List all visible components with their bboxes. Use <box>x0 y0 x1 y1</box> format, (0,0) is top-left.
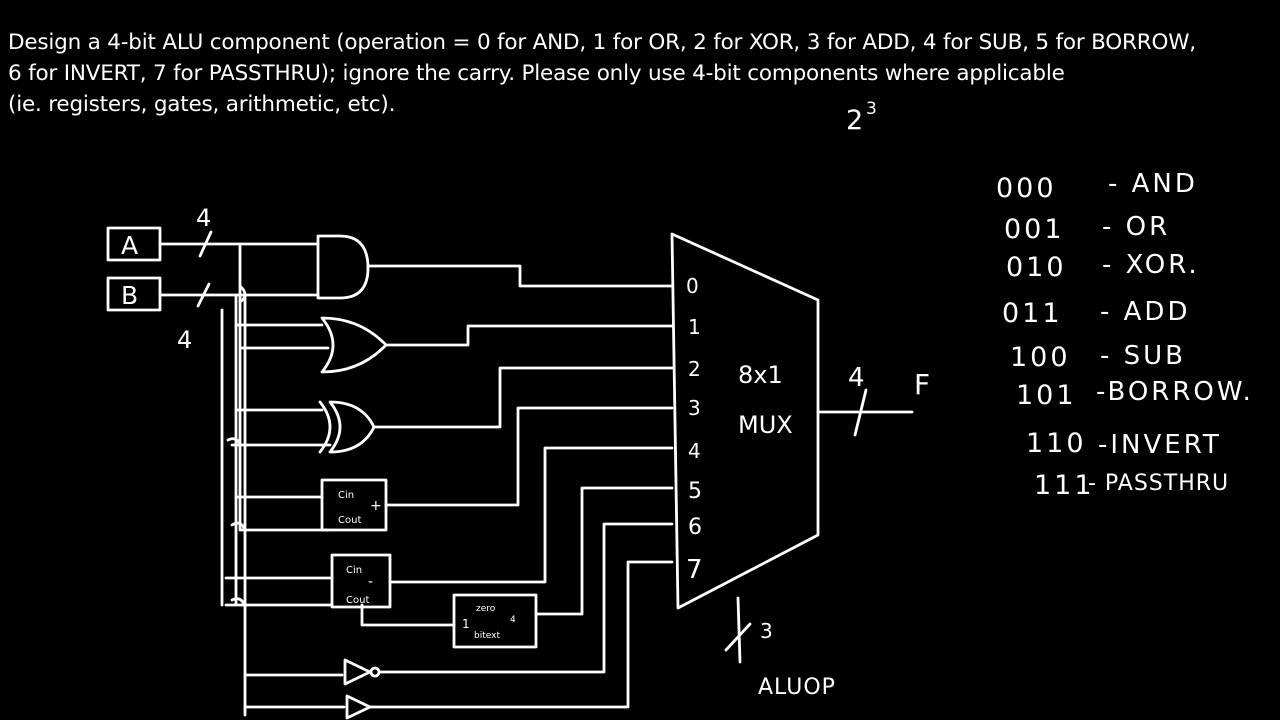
buffer-gate <box>345 694 372 720</box>
opcode-row: 001 - OR <box>1004 212 1170 245</box>
opcode-row: 000 - AND <box>996 169 1198 204</box>
adder-cin: Cin <box>338 490 354 501</box>
subtractor-block: Cin - Cout <box>330 553 392 609</box>
inverter-gate <box>343 658 372 686</box>
bus-slash-a <box>198 230 213 258</box>
mux-in-4: 4 <box>688 439 701 463</box>
opcode-table: 000 - AND 001 - OR 010 - XOR. 011 - ADD … <box>996 169 1254 501</box>
subtractor-cin: Cin <box>346 565 362 576</box>
or-gate <box>320 316 388 374</box>
opcode-row: 110 -INVERT <box>1026 428 1222 460</box>
svg-text:110: 110 <box>1026 428 1087 459</box>
problem-line-1: Design a 4-bit ALU component (operation … <box>8 30 1196 55</box>
svg-text:- XOR.: - XOR. <box>1102 250 1200 280</box>
input-b: B <box>106 276 162 312</box>
bus-width-b: 4 <box>177 326 192 354</box>
input-a: A <box>106 226 162 262</box>
mux-8x1 <box>670 232 820 610</box>
power-base: 2 <box>846 105 863 136</box>
zero-ext-four: 4 <box>510 615 516 625</box>
zero-ext-line1: zero <box>476 604 496 614</box>
svg-text:100: 100 <box>1010 342 1071 373</box>
zero-extend-block: zero 1 4 bitext <box>452 593 538 649</box>
svg-text:- SUB: - SUB <box>1100 341 1186 371</box>
mux-input-numbers: 0 1 2 3 4 5 6 7 <box>686 274 703 585</box>
zero-ext-one: 1 <box>462 617 470 631</box>
power-exponent: 3 <box>866 99 877 119</box>
mux-in-3: 3 <box>688 396 701 420</box>
mux-label-size: 8x1 <box>738 361 783 389</box>
svg-text:- OR: - OR <box>1102 212 1170 242</box>
svg-text:111: 111 <box>1034 470 1095 501</box>
problem-statement: Design a 4-bit ALU component (operation … <box>8 27 1268 120</box>
input-a-label: A <box>121 231 138 260</box>
bus-slash-b <box>196 282 211 308</box>
subtractor-op: - <box>368 574 373 590</box>
opcode-row: 011 - ADD <box>1002 297 1190 329</box>
mux-input-wires <box>243 264 674 709</box>
problem-line-2: 6 for INVERT, 7 for PASSTHRU); ignore th… <box>8 61 1065 86</box>
svg-text:-INVERT: -INVERT <box>1098 430 1222 460</box>
distribution-wires <box>220 242 334 717</box>
and-gate <box>316 234 370 300</box>
xor-gate <box>318 400 376 454</box>
mux-label-name: MUX <box>738 411 793 439</box>
mux-in-6: 6 <box>688 515 702 540</box>
output-bus <box>816 388 914 437</box>
opcode-row: 100 - SUB <box>1010 341 1186 373</box>
svg-text:101: 101 <box>1016 380 1077 411</box>
bus-width-a: 4 <box>196 204 211 232</box>
select-label: ALUOP <box>758 675 836 700</box>
adder-op: + <box>370 498 382 514</box>
svg-text:011: 011 <box>1002 298 1063 329</box>
output-width: 4 <box>848 363 865 393</box>
opcode-row: 010 - XOR. <box>1006 250 1200 283</box>
opcode-row: 101 -BORROW. <box>1016 377 1254 411</box>
problem-line-3: (ie. registers, gates, arithmetic, etc). <box>8 92 396 117</box>
mux-in-1: 1 <box>688 315 701 339</box>
zero-ext-line2: bitext <box>474 631 500 641</box>
svg-text:001: 001 <box>1004 214 1065 245</box>
subtractor-cout: Cout <box>346 595 369 606</box>
svg-text:- AND: - AND <box>1108 169 1198 199</box>
select-width: 3 <box>760 619 773 643</box>
mux-in-7: 7 <box>686 555 703 585</box>
adder-block: Cin + Cout <box>320 478 388 532</box>
svg-text:000: 000 <box>996 173 1057 204</box>
mux-in-5: 5 <box>688 479 702 504</box>
input-b-label: B <box>121 281 138 310</box>
wire-hops <box>226 284 247 606</box>
output-label: F <box>914 368 930 401</box>
mux-in-2: 2 <box>688 357 701 381</box>
svg-text:010: 010 <box>1006 252 1067 283</box>
select-bus <box>724 596 752 664</box>
mux-in-0: 0 <box>686 274 699 298</box>
opcode-row: 111 - PASSTHRU <box>1034 470 1229 501</box>
svg-text:-BORROW.: -BORROW. <box>1096 377 1254 407</box>
svg-text:- PASSTHRU: - PASSTHRU <box>1088 471 1229 496</box>
adder-cout: Cout <box>338 515 361 526</box>
svg-text:- ADD: - ADD <box>1100 297 1190 327</box>
